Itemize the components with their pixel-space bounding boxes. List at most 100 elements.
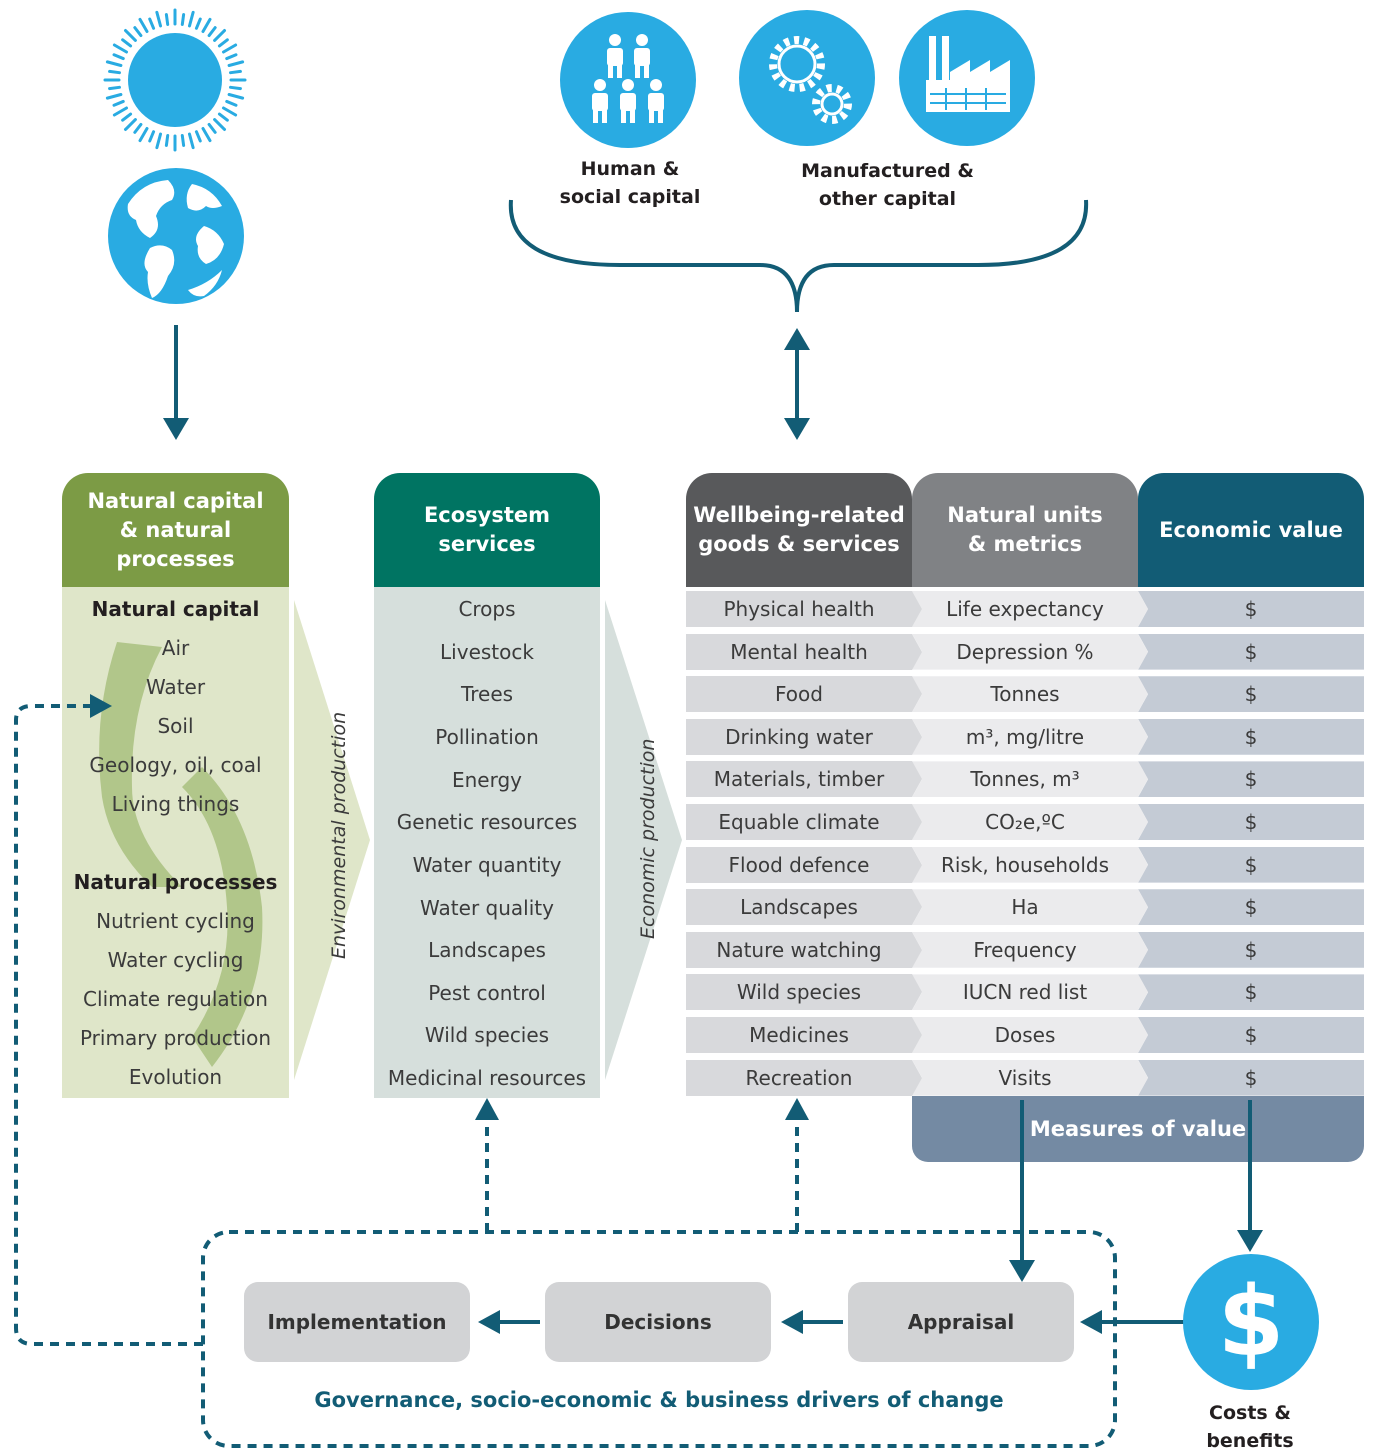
sun-ray — [112, 99, 125, 107]
sun-ray — [138, 126, 149, 143]
sun-ray — [213, 118, 226, 131]
list-item: Livestock — [440, 640, 534, 664]
list-item: Genetic resources — [396, 810, 578, 834]
row-arrow-tip — [912, 633, 922, 670]
row-arrow-tip — [912, 889, 922, 926]
goods-cell: Materials, timber — [686, 761, 912, 798]
appraisal-box: Appraisal — [848, 1282, 1074, 1362]
sun-ray — [225, 53, 238, 61]
row-arrow-tip — [1138, 974, 1148, 1011]
sun-ray — [105, 92, 123, 100]
goods-cell: Food — [686, 676, 912, 713]
row-arrow-tip — [1138, 1017, 1148, 1053]
metric-cell: Depression % — [912, 633, 1138, 670]
metric-cell: Tonnes, m³ — [912, 761, 1138, 798]
sun-ray — [180, 13, 186, 26]
metric-cell: Frequency — [912, 931, 1138, 968]
row-arrow-tip — [1138, 1059, 1148, 1096]
row-arrow-tip — [912, 718, 922, 755]
sun-ray — [148, 130, 156, 143]
row-arrow-tip — [1138, 761, 1148, 798]
row-arrow-tip — [912, 1059, 922, 1096]
metric-cell: Life expectancy — [912, 591, 1138, 627]
double-arrow — [784, 328, 810, 440]
row-arrow-tip — [912, 846, 922, 883]
drivers-label: Governance, socio-economic & business dr… — [314, 1388, 1004, 1412]
row-arrow-tip — [1138, 889, 1148, 926]
sun-ray — [133, 26, 143, 38]
feedback-dashed-path — [14, 704, 203, 1346]
sun-ray — [194, 17, 202, 30]
list-item: Medicinal resources — [387, 1066, 587, 1090]
dollar-icon: $ — [1217, 1266, 1285, 1378]
ecosystem-services-body: Crops Livestock Trees Pollination Energy… — [374, 587, 600, 1098]
measures-of-value-label: Measures of value — [1029, 1117, 1247, 1141]
row-arrow-tip — [912, 591, 922, 627]
goods-cell: Recreation — [686, 1059, 912, 1096]
gears-icon — [739, 10, 875, 146]
sun-ray — [217, 112, 229, 122]
natural-processes-heading: Natural processes — [73, 870, 278, 894]
sun-ray — [225, 99, 238, 107]
row-arrow-tip — [1138, 804, 1148, 840]
ecosystem-services-header: Ecosystem services — [374, 473, 600, 587]
goods-cell: Nature watching — [686, 931, 912, 968]
sun-ray — [227, 60, 245, 68]
sun-ray — [108, 85, 121, 91]
goods-cell: Equable climate — [686, 804, 912, 840]
sun-ray — [121, 38, 133, 48]
value-cell: $ — [1138, 1059, 1364, 1096]
metric-cell: Tonnes — [912, 676, 1138, 713]
row-arrow-tip — [912, 1017, 922, 1053]
decisions-box: Decisions — [545, 1282, 771, 1362]
value-cell: $ — [1138, 633, 1364, 670]
wellbeing-header: Wellbeing-related goods & services — [686, 473, 912, 587]
human-social-capital-label: Human & social capital — [559, 158, 701, 208]
sun-icon — [103, 8, 247, 152]
list-item: Landscapes — [428, 938, 546, 962]
row-arrow-tip — [912, 974, 922, 1011]
list-item: Nutrient cycling — [96, 909, 255, 933]
value-cell: $ — [1138, 931, 1364, 968]
top-graphics — [103, 8, 1089, 440]
cycle-arrows — [99, 642, 263, 1067]
metric-cell: Doses — [912, 1017, 1138, 1053]
list-item: Evolution — [128, 1065, 223, 1089]
value-cell: $ — [1138, 846, 1364, 883]
row-arrow-tip — [1138, 633, 1148, 670]
natural-capital-heading: Natural capital — [91, 597, 260, 621]
sun-ray — [155, 132, 163, 150]
row-arrow-tip — [1138, 676, 1148, 713]
governance-box — [201, 1230, 1117, 1448]
list-item: Water quantity — [412, 853, 562, 877]
sun-ray — [194, 130, 202, 143]
natural-capital-body: Natural capital Air Water Soil Geology, … — [62, 587, 289, 1098]
goods-cell: Medicines — [686, 1017, 912, 1053]
sun-ray — [133, 122, 143, 134]
sun-ray — [207, 26, 217, 38]
list-item: Air — [161, 636, 190, 660]
list-item: Water cycling — [107, 948, 244, 972]
metric-cell: Ha — [912, 889, 1138, 926]
metric-cell: Risk, households — [912, 846, 1138, 883]
value-cell: $ — [1138, 1017, 1364, 1053]
list-item: Pollination — [435, 725, 539, 749]
sun-ray — [138, 17, 149, 34]
metric-cell: IUCN red list — [912, 974, 1138, 1011]
row-arrow-tip — [1138, 846, 1148, 883]
sun-ray — [229, 69, 242, 75]
sun-ray — [108, 69, 121, 75]
value-cell: $ — [1138, 889, 1364, 926]
value-cell: $ — [1138, 676, 1364, 713]
sun-ray — [112, 43, 129, 54]
list-item: Energy — [451, 768, 523, 792]
